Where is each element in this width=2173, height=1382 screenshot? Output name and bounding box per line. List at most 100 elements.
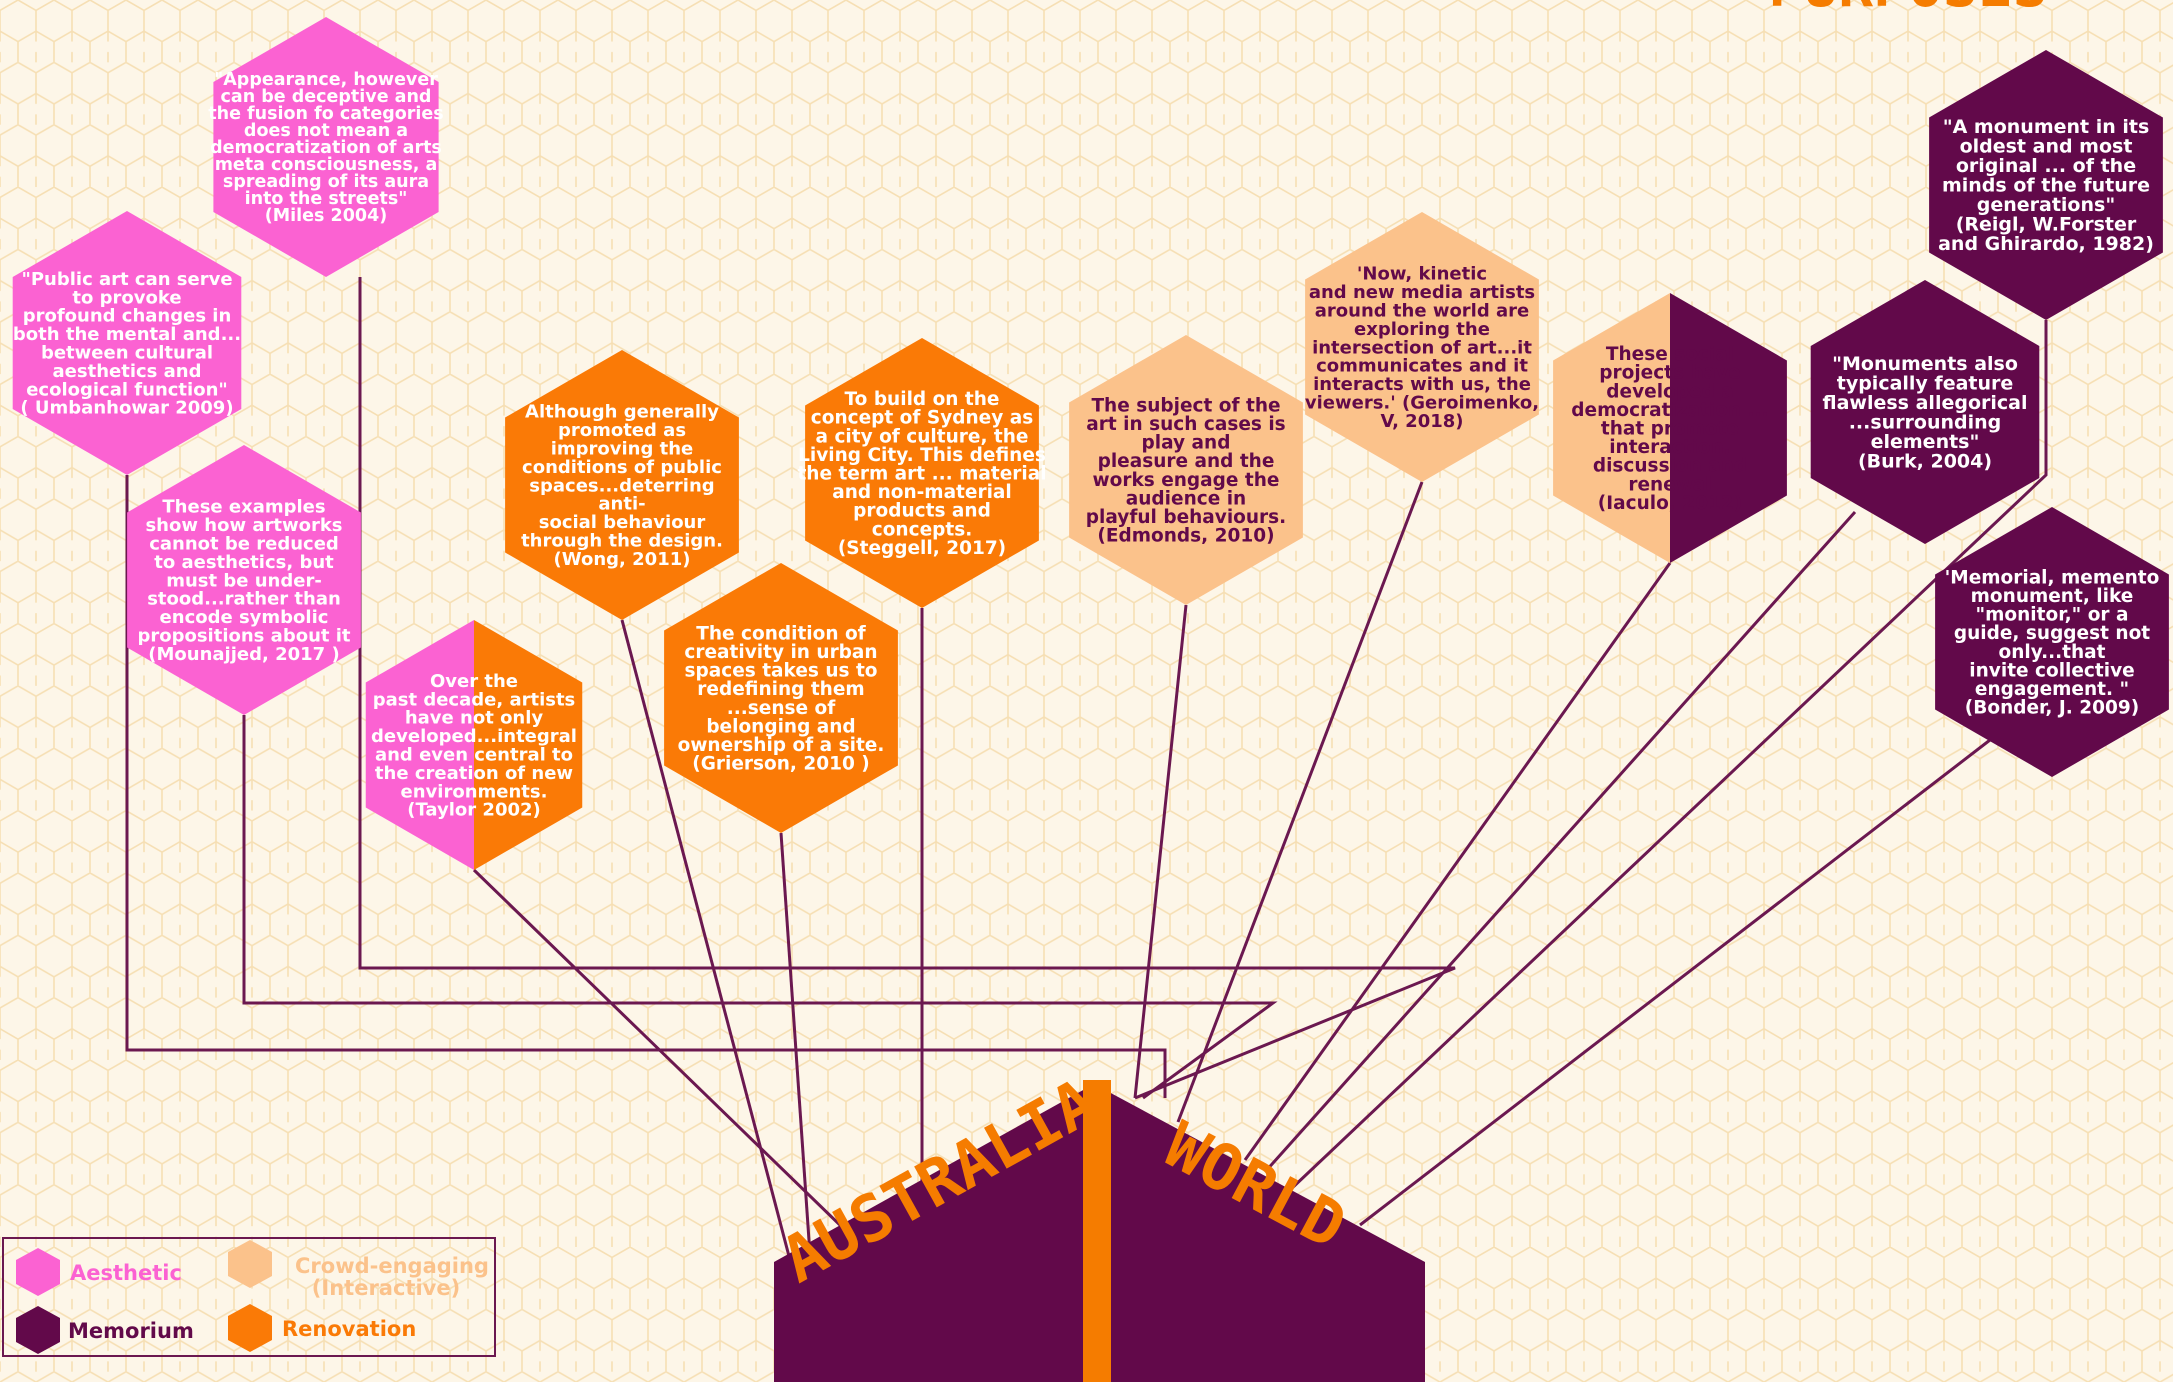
- connector-wong: [620, 619, 792, 1261]
- quote-line: audience in: [1126, 488, 1246, 509]
- hexagon-right-taylor: [474, 620, 583, 870]
- world-roof: [1094, 1084, 1425, 1382]
- quote-line: concept of Sydney as: [811, 408, 1033, 429]
- quote-line: elements": [1871, 431, 1980, 453]
- connector-umbanhowar: [125, 475, 1167, 1098]
- quote-line: Living City. This defines: [798, 445, 1046, 466]
- quote-line: through the design.: [521, 531, 723, 552]
- hexagon-burk: [1810, 280, 2040, 544]
- quote-line: Although generally: [525, 402, 719, 423]
- legend-memorium-label: Memorium: [68, 1319, 194, 1343]
- quote-line: and even central to: [375, 745, 573, 766]
- hexagon-mounajjed: [127, 445, 361, 715]
- quote-line: only...that: [1998, 642, 2105, 663]
- hexagon-wong: [505, 350, 739, 620]
- connector-lines: [125, 277, 2048, 1261]
- quote-line: guide, suggest not: [1954, 623, 2150, 644]
- hexagon-bonder: [1935, 507, 2169, 777]
- hexagon-miles: [213, 17, 439, 277]
- quote-line: belonging and: [706, 716, 855, 737]
- quote-line: intersection of art...it: [1312, 337, 1532, 358]
- quote-line: can be deceptive and: [221, 87, 432, 107]
- hexagon-grierson: [664, 563, 898, 833]
- quote-line: 'Now, kinetic: [1357, 264, 1487, 285]
- quote-line: (Grierson, 2010 ): [692, 754, 870, 775]
- quote-line: past decade, artists: [373, 689, 576, 710]
- quote-line: developed...integral: [371, 726, 577, 747]
- quote-line: between cultural: [41, 343, 213, 364]
- quote-line: propositions about it: [137, 626, 350, 647]
- quote-line: into the streets": [245, 189, 408, 209]
- quote-line: redefining them: [697, 679, 864, 700]
- quote-line: interaction,: [1609, 437, 1731, 458]
- hexagon-steggell: [805, 338, 1039, 608]
- quote-line: ...sense of: [727, 698, 837, 719]
- quote-line: must be under-: [166, 570, 322, 591]
- page-heading: PURPOSES: [1768, 0, 2047, 20]
- quote-line: spaces...deterring: [529, 475, 714, 496]
- hexagon-right-iaculo: [1670, 293, 1787, 563]
- legend-frame: [2, 1237, 496, 1357]
- connector-reigl: [1288, 320, 2048, 1192]
- legend-aesthetic-label: Aesthetic: [70, 1261, 182, 1285]
- quote-line: and Ghirardo, 1982): [1938, 233, 2154, 255]
- quote-line: "Public art can serve: [21, 269, 232, 290]
- legend-renovation-hex: [228, 1304, 272, 1352]
- quote-line: encode symbolic: [160, 607, 329, 628]
- quote-line: stood...rather than: [147, 589, 341, 610]
- quote-line: to provoke: [72, 287, 181, 308]
- quote-line: communicates and it: [1316, 356, 1528, 377]
- quote-line: The condition of: [696, 623, 866, 644]
- quote-line: the fusion fo categories: [208, 104, 443, 124]
- quote-line: "Monuments also: [1832, 353, 2018, 375]
- quote-line: aesthetics and: [53, 361, 202, 382]
- quote-line: meta consciousness, a: [215, 155, 438, 175]
- quote-line: "A monument in its: [1943, 116, 2150, 138]
- hexagon-left-iaculo: [1553, 293, 1670, 563]
- australia-roof: [774, 1084, 1094, 1382]
- legend-memorium-hex: [16, 1306, 60, 1354]
- quote-line: (Edmonds, 2010): [1097, 526, 1274, 547]
- quote-line: (Bonder, J. 2009): [1965, 698, 2139, 719]
- quote-line: ownership of a site.: [678, 735, 885, 756]
- quote-line: (Steggell, 2017): [838, 538, 1006, 559]
- quote-line: cannot be reduced: [149, 534, 339, 555]
- quote-line: anti-: [598, 494, 645, 515]
- quote-line: profound changes in: [23, 306, 232, 327]
- quote-line: both the mental and...: [13, 324, 241, 345]
- quote-line: renewal: [1628, 474, 1711, 495]
- quote-line: that promote: [1601, 419, 1739, 440]
- quote-line: and non-material: [832, 482, 1012, 503]
- quote-line: These social: [1606, 344, 1734, 365]
- hexagon-reigl: [1929, 50, 2163, 320]
- quote-line: V, 2018): [1380, 411, 1463, 432]
- connector-burk: [1263, 511, 1857, 1173]
- quote-line: to aesthetics, but: [154, 552, 334, 573]
- quote-line: Over the: [430, 671, 518, 692]
- quote-line: viewers.' (Geroimenko,: [1305, 393, 1539, 414]
- quote-line: conditions of public: [522, 457, 722, 478]
- quote-line: creativity in urban: [684, 642, 877, 663]
- quote-line: oldest and most: [1960, 136, 2133, 158]
- quote-line: ( Umbanhowar 2009): [20, 398, 233, 419]
- quote-line: the term art ... material: [797, 464, 1046, 485]
- quote-line: play and: [1142, 433, 1231, 454]
- quote-line: minds of the future: [1942, 175, 2150, 197]
- quote-line: (Miles 2004): [265, 206, 388, 226]
- quote-line: (Burk, 2004): [1858, 450, 1992, 472]
- legend-aesthetic-hex: [16, 1248, 60, 1296]
- quote-line: monument, like: [1971, 586, 2134, 607]
- quote-line: (Wong, 2011): [554, 549, 691, 570]
- quote-line: works engage the: [1093, 470, 1280, 491]
- quote-line: art in such cases is: [1086, 414, 1285, 435]
- quote-line: (Reigl, W.Forster: [1956, 214, 2137, 236]
- legend-crowd-hex: [228, 1240, 272, 1288]
